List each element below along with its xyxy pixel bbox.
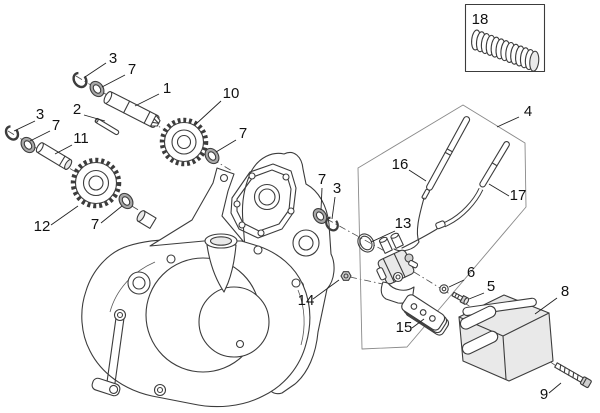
callout-9: 9 — [540, 386, 548, 403]
spring-18 — [471, 29, 540, 72]
callout-15: 15 — [396, 319, 413, 336]
seal-7b — [20, 136, 36, 154]
circlip-3a — [72, 71, 88, 89]
seal-7a — [89, 80, 105, 98]
callout-10: 10 — [223, 85, 240, 102]
shaft-11 — [35, 142, 73, 170]
cover-8 — [458, 294, 554, 382]
cable-17 — [401, 141, 510, 249]
bolt-9 — [554, 362, 592, 388]
callout-3-c: 3 — [333, 180, 341, 197]
cable-16 — [393, 116, 471, 252]
callout-11: 11 — [73, 130, 89, 147]
shaft-1 — [103, 91, 161, 128]
seal-7c — [204, 147, 220, 165]
callout-4: 4 — [524, 103, 532, 120]
callout-18: 18 — [472, 11, 489, 28]
callout-12: 12 — [34, 218, 51, 235]
callout-7-d: 7 — [91, 216, 99, 233]
callout-labels: 3 7 1 10 2 3 7 11 7 12 7 18 4 16 17 7 3 … — [34, 11, 570, 403]
plate-15 — [401, 294, 450, 336]
callout-5: 5 — [487, 278, 495, 295]
leader-lines — [13, 62, 562, 394]
callout-7-a: 7 — [128, 61, 136, 78]
sprocket-10 — [159, 117, 209, 167]
callout-7-b: 7 — [52, 117, 60, 134]
callout-6: 6 — [467, 264, 475, 281]
oil-pump — [376, 232, 419, 304]
oil-filler-funnel — [204, 233, 238, 293]
callout-14: 14 — [298, 292, 315, 309]
callout-13: 13 — [395, 215, 412, 232]
engine-cover — [81, 167, 311, 408]
seal-7d — [118, 192, 134, 210]
nut-14 — [340, 271, 352, 281]
linkage-bracket — [91, 308, 167, 397]
callout-8: 8 — [561, 283, 569, 300]
callout-3-b: 3 — [36, 106, 44, 123]
screw-5 — [451, 291, 470, 305]
callout-7-c: 7 — [239, 125, 247, 142]
oring-13 — [357, 233, 375, 253]
shaft-boss — [136, 210, 157, 229]
callout-7-e: 7 — [318, 171, 326, 188]
callout-1: 1 — [163, 80, 171, 97]
seal-7e — [312, 208, 328, 224]
callout-17: 17 — [510, 187, 527, 204]
callout-2: 2 — [73, 101, 81, 118]
panel-4-outline — [357, 104, 527, 350]
sprocket-12 — [70, 157, 122, 209]
callout-3-a: 3 — [109, 50, 117, 67]
washer-6 — [439, 284, 449, 294]
pin-2 — [94, 117, 120, 136]
callout-16: 16 — [392, 156, 409, 173]
inset-box — [464, 3, 546, 73]
engine-mount-bracket — [149, 167, 244, 247]
